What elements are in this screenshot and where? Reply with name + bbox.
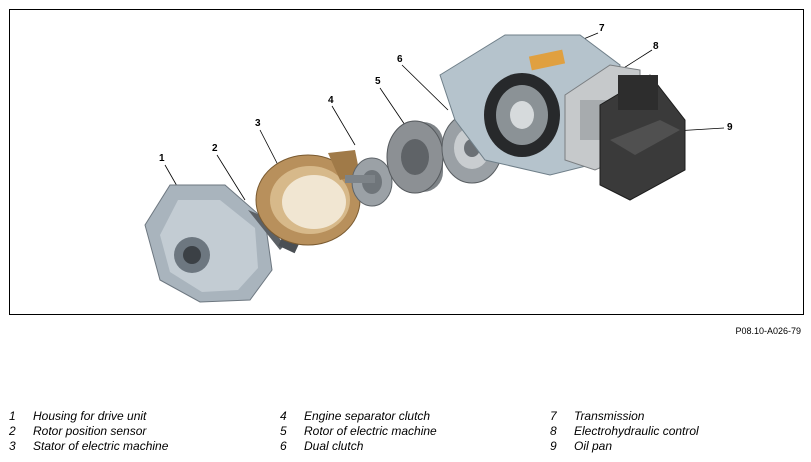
legend-item: 9 Oil pan xyxy=(550,439,612,454)
legend-label: Transmission xyxy=(574,409,645,423)
legend-number: 8 xyxy=(550,424,557,438)
legend-label: Dual clutch xyxy=(304,439,364,453)
legend-item: 3 Stator of electric machine xyxy=(9,439,168,454)
legend-label: Engine separator clutch xyxy=(304,409,431,423)
rotor-part xyxy=(386,120,444,194)
legend-label: Rotor of electric machine xyxy=(304,424,437,438)
callout-5: 5 xyxy=(375,76,381,87)
legend-label: Housing for drive unit xyxy=(33,409,147,423)
callout-9: 9 xyxy=(727,122,733,133)
legend-item: 8 Electrohydraulic control xyxy=(550,424,699,439)
legend-label: Stator of electric machine xyxy=(33,439,169,453)
legend-number: 7 xyxy=(550,409,557,423)
legend-number: 2 xyxy=(9,424,16,438)
exploded-drawing xyxy=(144,32,725,303)
engine-separator-clutch-part xyxy=(345,157,393,207)
stator-part xyxy=(255,150,361,246)
callout-1: 1 xyxy=(159,153,165,164)
callout-8: 8 xyxy=(653,41,659,52)
legend-number: 3 xyxy=(9,439,16,453)
callout-2: 2 xyxy=(212,143,218,154)
callout-3: 3 xyxy=(255,118,261,129)
callout-4: 4 xyxy=(328,95,334,106)
housing-part xyxy=(144,184,273,303)
legend-number: 9 xyxy=(550,439,557,453)
legend-number: 1 xyxy=(9,409,16,423)
legend-number: 4 xyxy=(280,409,287,423)
callout-7: 7 xyxy=(599,23,605,34)
exploded-view-figure: 1 2 3 4 5 6 7 8 9 xyxy=(9,9,804,315)
figure-code: P08.10-A026-79 xyxy=(735,326,801,336)
legend-label: Electrohydraulic control xyxy=(574,424,699,438)
legend-item: 6 Dual clutch xyxy=(280,439,363,454)
legend-item: 4 Engine separator clutch xyxy=(280,409,430,424)
legend-label: Rotor position sensor xyxy=(33,424,147,438)
legend-item: 5 Rotor of electric machine xyxy=(280,424,437,439)
legend-number: 6 xyxy=(280,439,287,453)
legend-item: 2 Rotor position sensor xyxy=(9,424,146,439)
legend-item: 1 Housing for drive unit xyxy=(9,409,146,424)
legend-item: 7 Transmission xyxy=(550,409,644,424)
legend-number: 5 xyxy=(280,424,287,438)
legend-label: Oil pan xyxy=(574,439,613,453)
oil-pan-part xyxy=(599,74,686,201)
callout-6: 6 xyxy=(397,54,403,65)
